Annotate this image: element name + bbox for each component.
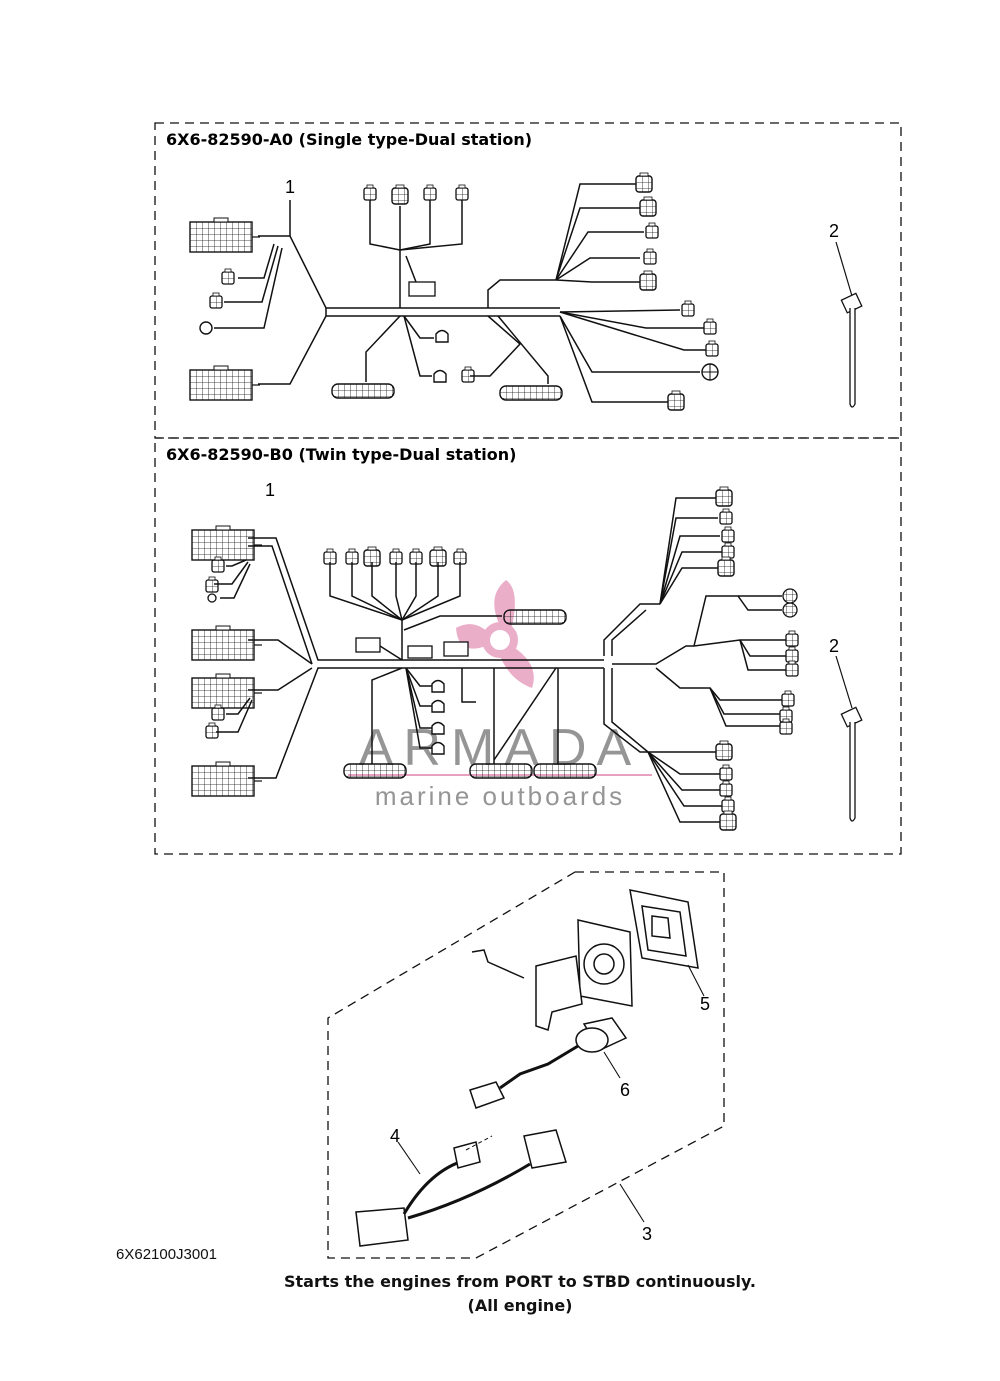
section-b-harness bbox=[214, 497, 786, 823]
section-b-item-1-label: 1 bbox=[265, 480, 275, 500]
section-a-connectors bbox=[189, 172, 719, 411]
kit-item-5-label: 5 bbox=[700, 994, 710, 1014]
section-b-connectors bbox=[191, 486, 799, 831]
footnote-line-2: (All engine) bbox=[467, 1296, 573, 1315]
section-a-item-1-label: 1 bbox=[285, 177, 295, 197]
kit-item-3-label: 3 bbox=[642, 1224, 652, 1244]
section-b-cable-tie bbox=[835, 655, 863, 822]
switch-kit-drawing bbox=[355, 889, 705, 1247]
kit-frame bbox=[327, 871, 725, 1259]
section-b-frame bbox=[154, 437, 902, 855]
kit-item-6-label: 6 bbox=[620, 1080, 630, 1100]
section-a-title: 6X6-82590-A0 (Single type-Dual station) bbox=[166, 130, 532, 149]
section-b-item-2-label: 2 bbox=[829, 636, 839, 656]
watermark-tagline: marine outboards bbox=[375, 781, 625, 811]
section-a-cable-tie bbox=[835, 241, 863, 408]
section-a-item-2-label: 2 bbox=[829, 221, 839, 241]
armada-watermark bbox=[456, 580, 534, 688]
section-b-title: 6X6-82590-B0 (Twin type-Dual station) bbox=[166, 445, 516, 464]
kit-item-4-label: 4 bbox=[390, 1126, 400, 1146]
section-a-frame bbox=[154, 122, 902, 439]
footnote-line-1: Starts the engines from PORT to STBD con… bbox=[284, 1272, 756, 1291]
drawing-code: 6X62100J3001 bbox=[116, 1246, 217, 1263]
section-a-harness bbox=[214, 183, 706, 403]
